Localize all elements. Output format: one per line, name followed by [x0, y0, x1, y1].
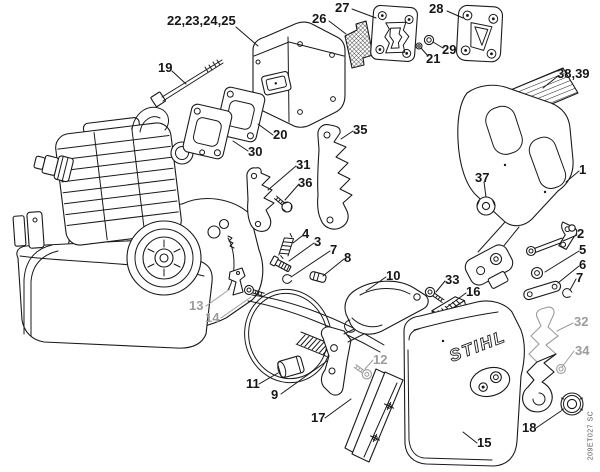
washer-drawing: [415, 42, 423, 50]
callout-2: 2: [577, 226, 585, 241]
callout-20: 20: [273, 127, 288, 142]
pin-drawing: [269, 255, 292, 273]
callout-7-left: 7: [330, 242, 338, 257]
doc-code: 209ET027 SC: [587, 410, 595, 461]
callout-4: 4: [302, 226, 310, 241]
chain-guide-drawing: [344, 368, 404, 463]
callout-30: 30: [248, 144, 263, 159]
callout-37: 37: [475, 170, 490, 185]
callout-5: 5: [579, 242, 587, 257]
callout-38-39: 38,39: [557, 66, 590, 81]
spark-plug-drawing: [33, 154, 74, 183]
screw-drawing: [273, 195, 293, 213]
callout-28: 28: [429, 1, 444, 16]
sleeve-drawing: [277, 355, 305, 379]
muffler-drawing: [252, 21, 346, 128]
callout-27: 27: [335, 0, 350, 15]
callout-14: 14: [205, 310, 220, 325]
e-clip-drawing: [282, 274, 293, 284]
callout-1: 1: [579, 162, 587, 177]
bumper-spike-drawing: [317, 124, 353, 230]
callout-15: 15: [477, 435, 492, 450]
bumper-spike-drawing: [522, 306, 559, 413]
e-clip-drawing: [562, 288, 573, 298]
callout-7-right: 7: [576, 270, 584, 285]
nut-drawing: [556, 364, 566, 374]
callout-19: 19: [158, 60, 173, 75]
brake-spring-drawing: [295, 298, 420, 396]
callout-12: 12: [373, 352, 388, 367]
leader-lines: [171, 8, 580, 444]
hand-guard-drawing: [457, 84, 574, 289]
bracket-drawing: [228, 267, 246, 296]
callout-29: 29: [442, 42, 457, 57]
callout-3: 3: [314, 234, 322, 249]
leader-lines-muted: [205, 288, 575, 370]
callout-22-23-24-25: 22,23,24,25: [167, 13, 236, 28]
gasket-drawing: [182, 103, 233, 160]
nut-drawing: [423, 34, 435, 46]
callout-26: 26: [312, 11, 327, 26]
brake-band-drawing: [244, 271, 385, 384]
link-bar-drawing: [523, 280, 562, 301]
muffler-bolt-drawing: [150, 59, 224, 108]
cover-plate-drawing: [370, 4, 418, 63]
callout-18: 18: [522, 420, 537, 435]
callout-6: 6: [579, 257, 587, 272]
callout-16: 16: [466, 284, 481, 299]
brake-lever-drawing: [344, 280, 429, 335]
engine-assembly-drawing: [12, 106, 264, 349]
callout-32: 32: [574, 314, 589, 329]
callout-8: 8: [344, 250, 352, 265]
screw-drawing: [424, 286, 445, 303]
screw-drawing: [243, 284, 265, 297]
bushing-drawing: [476, 196, 496, 216]
screw-drawing: [353, 364, 373, 380]
linkage-drawing: [525, 221, 578, 257]
callout-34: 34: [575, 343, 590, 358]
callout-17: 17: [311, 410, 326, 425]
sprocket-cover-drawing: STIHL: [403, 300, 525, 467]
callout-36: 36: [298, 175, 313, 190]
callout-10: 10: [386, 268, 401, 283]
spring-drawing: [278, 232, 295, 259]
callout-11: 11: [246, 376, 260, 391]
callout-13: 13: [189, 298, 204, 313]
callout-31: 31: [296, 157, 311, 172]
callout-33: 33: [445, 272, 460, 287]
spark-screen-drawing: [344, 20, 374, 69]
callout-21: 21: [426, 51, 441, 66]
bar-nut-drawing: [560, 392, 584, 416]
bumper-spike-drawing: [246, 167, 275, 232]
callout-35: 35: [353, 122, 368, 137]
washer-drawing: [530, 266, 544, 280]
cover-plate-drawing: [456, 4, 504, 63]
callout-9: 9: [271, 387, 279, 402]
